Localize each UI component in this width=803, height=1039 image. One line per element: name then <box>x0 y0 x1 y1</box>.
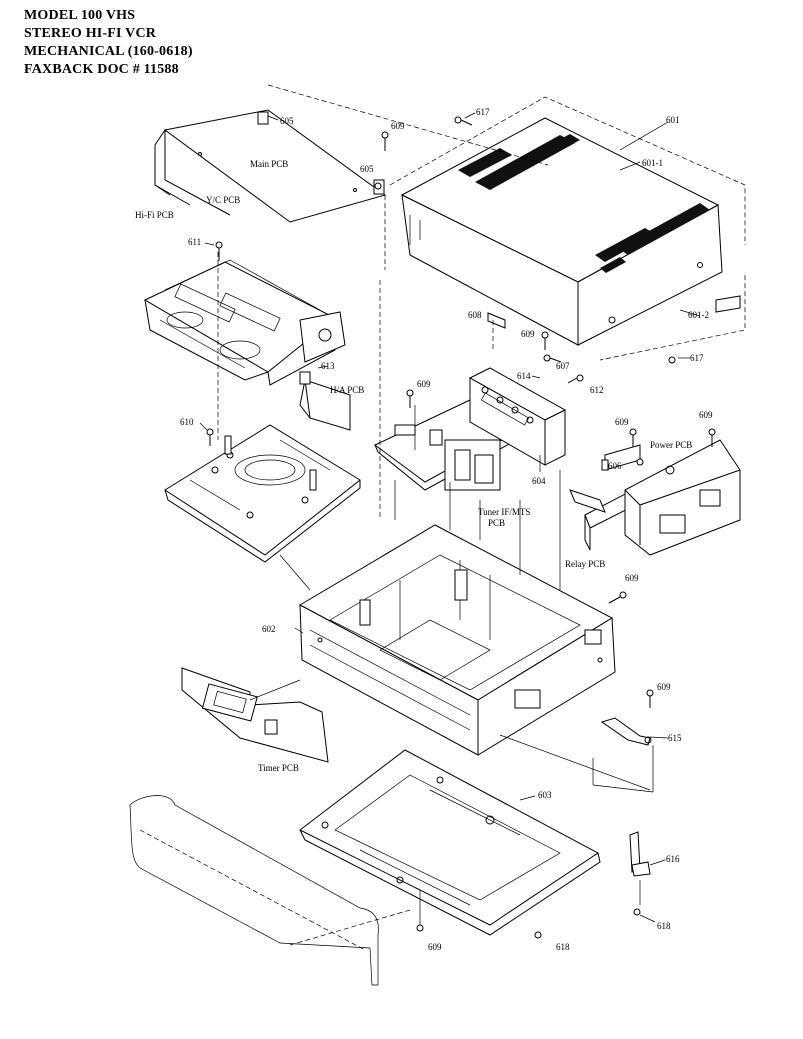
label-power-pcb: Power PCB <box>650 440 692 450</box>
header-product: STEREO HI-FI VCR <box>24 26 157 41</box>
label-612: 612 <box>590 385 604 395</box>
front-panel <box>129 795 411 986</box>
label-601-1: 601-1 <box>642 158 663 168</box>
label-609-bracket: 609 <box>657 682 671 692</box>
guide-lines <box>249 280 654 925</box>
screws <box>206 116 716 939</box>
label-609-jack: 609 <box>521 329 535 339</box>
label-tuner-if-mts: Tuner IF/MTS <box>478 507 530 517</box>
header-model: MODEL 100 VHS <box>24 8 136 23</box>
label-608: 608 <box>468 310 482 320</box>
deck-mechanism <box>143 252 346 440</box>
label-602: 602 <box>262 624 276 634</box>
label-615: 615 <box>668 733 682 743</box>
label-relay-pcb: Relay PCB <box>565 559 605 569</box>
label-617-right: 617 <box>690 353 704 363</box>
label-605-right: 605 <box>360 164 374 174</box>
label-timer-pcb: Timer PCB <box>258 763 299 773</box>
label-ha-pcb: H/A PCB <box>330 385 364 395</box>
board-labels: Main PCB Y/C PCB Hi-Fi PCB H/A PCB Power… <box>135 159 692 773</box>
main-pcb-assembly <box>154 84 549 270</box>
label-610: 610 <box>180 417 194 427</box>
label-605-top: 605 <box>280 116 294 126</box>
drum-plate <box>164 424 361 563</box>
label-604: 604 <box>532 476 546 486</box>
label-tuner-if-mts-pcb: PCB <box>488 518 505 528</box>
label-601-2: 601-2 <box>688 310 709 320</box>
ha-pcb <box>299 371 351 431</box>
header-doc: FAXBACK DOC # 11588 <box>24 62 179 77</box>
label-609-power-right: 609 <box>699 410 713 420</box>
bottom-plate <box>299 749 601 936</box>
label-618-right: 618 <box>657 921 671 931</box>
label-606: 606 <box>608 461 622 471</box>
leader-lines <box>199 112 701 923</box>
part-labels: 601 601-1 601-2 602 603 604 605 605 606 … <box>180 107 713 952</box>
label-613: 613 <box>321 361 335 371</box>
bracket-615 <box>600 717 652 746</box>
label-614: 614 <box>517 371 531 381</box>
power-relay-assembly <box>569 439 741 556</box>
bracket-616 <box>629 831 651 877</box>
label-617-top: 617 <box>476 107 490 117</box>
header-section: MECHANICAL (160-0618) <box>24 44 193 59</box>
label-609-bottom: 609 <box>428 942 442 952</box>
label-main-pcb: Main PCB <box>250 159 288 169</box>
label-616: 616 <box>666 854 680 864</box>
label-601: 601 <box>666 115 680 125</box>
label-609-chassis: 609 <box>625 573 639 583</box>
top-vents <box>458 134 710 273</box>
main-chassis <box>298 524 616 756</box>
label-hifi-pcb: Hi-Fi PCB <box>135 210 174 220</box>
label-609-power-left: 609 <box>615 417 629 427</box>
label-611: 611 <box>188 237 201 247</box>
rear-jack-panel <box>468 312 567 466</box>
timer-pcb <box>181 667 329 763</box>
label-609-top: 609 <box>391 121 405 131</box>
label-yc-pcb: Y/C PCB <box>206 195 240 205</box>
label-618-bottom: 618 <box>556 942 570 952</box>
label-609-tuner: 609 <box>417 379 431 389</box>
top-cover <box>389 96 746 361</box>
label-607: 607 <box>556 361 570 371</box>
label-603: 603 <box>538 790 552 800</box>
